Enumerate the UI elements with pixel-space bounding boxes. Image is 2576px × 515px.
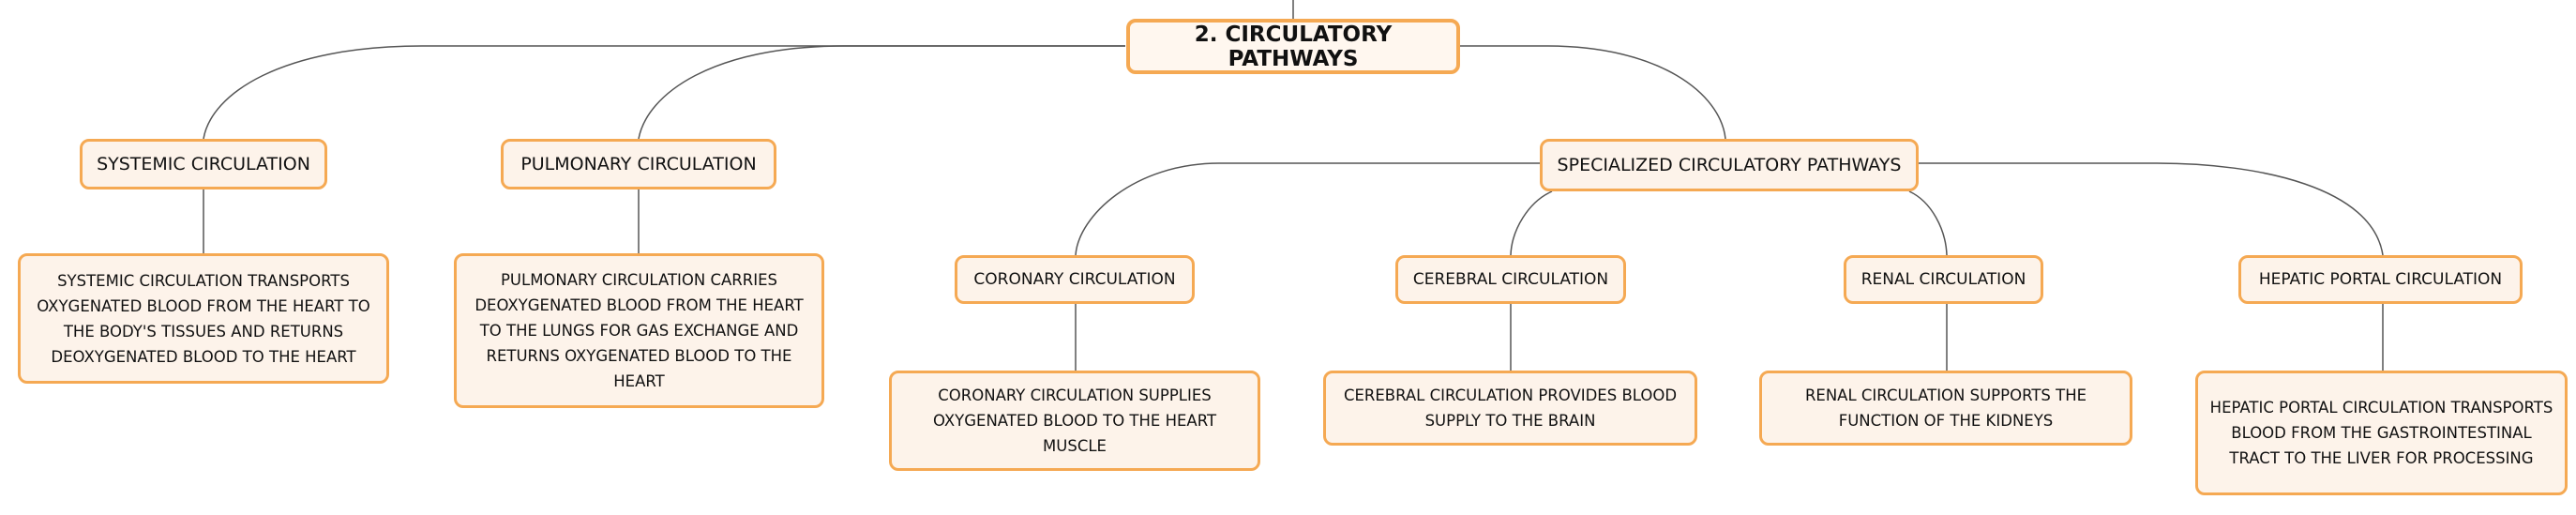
cerebral-description-text: CEREBRAL CIRCULATION PROVIDES BLOOD SUPP…: [1343, 386, 1678, 430]
systemic-circulation-label: SYSTEMIC CIRCULATION: [97, 154, 310, 174]
pulmonary-circulation-label: PULMONARY CIRCULATION: [520, 154, 757, 174]
cerebral-circulation-node[interactable]: CEREBRAL CIRCULATION: [1395, 255, 1626, 304]
hepatic-portal-circulation-description[interactable]: HEPATIC PORTAL CIRCULATION TRANSPORTS BL…: [2195, 371, 2568, 495]
cerebral-circulation-description[interactable]: CEREBRAL CIRCULATION PROVIDES BLOOD SUPP…: [1323, 371, 1697, 446]
systemic-circulation-description[interactable]: SYSTEMIC CIRCULATION TRANSPORTS OXYGENAT…: [18, 253, 389, 384]
hepatic-portal-circulation-node[interactable]: HEPATIC PORTAL CIRCULATION: [2238, 255, 2523, 304]
renal-circulation-label: RENAL CIRCULATION: [1860, 270, 2026, 289]
renal-circulation-node[interactable]: RENAL CIRCULATION: [1844, 255, 2043, 304]
hepatic-portal-description-text: HEPATIC PORTAL CIRCULATION TRANSPORTS BL…: [2209, 399, 2553, 467]
pulmonary-circulation-description[interactable]: PULMONARY CIRCULATION CARRIES DEOXYGENAT…: [454, 253, 824, 408]
specialized-pathways-node[interactable]: SPECIALIZED CIRCULATORY PATHWAYS: [1540, 139, 1919, 191]
renal-circulation-description[interactable]: RENAL CIRCULATION SUPPORTS THE FUNCTION …: [1759, 371, 2132, 446]
coronary-description-text: CORONARY CIRCULATION SUPPLIES OXYGENATED…: [932, 386, 1217, 455]
root-node[interactable]: 2. CIRCULATORY PATHWAYS: [1126, 19, 1460, 74]
coronary-circulation-description[interactable]: CORONARY CIRCULATION SUPPLIES OXYGENATED…: [889, 371, 1260, 471]
coronary-circulation-label: CORONARY CIRCULATION: [973, 270, 1176, 289]
pulmonary-circulation-node[interactable]: PULMONARY CIRCULATION: [501, 139, 776, 189]
systemic-description-text: SYSTEMIC CIRCULATION TRANSPORTS OXYGENAT…: [37, 271, 370, 366]
coronary-circulation-node[interactable]: CORONARY CIRCULATION: [955, 255, 1195, 304]
cerebral-circulation-label: CEREBRAL CIRCULATION: [1412, 270, 1609, 289]
systemic-circulation-node[interactable]: SYSTEMIC CIRCULATION: [80, 139, 327, 189]
hepatic-portal-circulation-label: HEPATIC PORTAL CIRCULATION: [2258, 270, 2503, 289]
root-label: 2. CIRCULATORY PATHWAYS: [1194, 22, 1393, 71]
specialized-pathways-label: SPECIALIZED CIRCULATORY PATHWAYS: [1557, 155, 1902, 175]
renal-description-text: RENAL CIRCULATION SUPPORTS THE FUNCTION …: [1804, 386, 2087, 430]
pulmonary-description-text: PULMONARY CIRCULATION CARRIES DEOXYGENAT…: [475, 271, 804, 390]
